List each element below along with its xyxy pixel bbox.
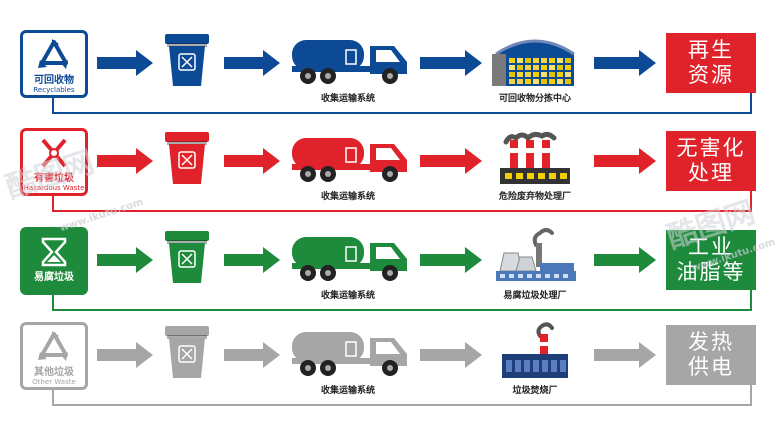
factory-icon bbox=[500, 131, 570, 184]
recycle-icon bbox=[38, 331, 68, 361]
flow-arrow-1 bbox=[97, 247, 153, 273]
garbage-truck-icon bbox=[292, 40, 407, 84]
row-connector-end bbox=[750, 287, 752, 311]
row-connector-end bbox=[750, 382, 752, 406]
flow-arrow-3 bbox=[420, 247, 482, 273]
truck-caption: 收集运输系统 bbox=[320, 94, 375, 104]
truck-caption: 收集运输系统 bbox=[320, 192, 375, 202]
row-connector-horizontal bbox=[52, 210, 752, 212]
trash-bin-icon bbox=[165, 326, 209, 378]
result-line: 无害化 bbox=[676, 136, 746, 160]
truck-caption: 收集运输系统 bbox=[320, 386, 375, 396]
garbage-truck-icon bbox=[292, 237, 407, 281]
flow-arrow-4 bbox=[594, 342, 656, 368]
flow-arrow-4 bbox=[594, 148, 656, 174]
result-other: 发热供电 bbox=[666, 325, 756, 385]
sorting-center-icon bbox=[492, 39, 575, 86]
recycle-icon bbox=[38, 39, 68, 69]
flow-arrow-2 bbox=[224, 342, 280, 368]
row-connector-end bbox=[750, 90, 752, 114]
treatment-plant-icon bbox=[496, 228, 576, 281]
row-connector-horizontal bbox=[52, 309, 752, 311]
result-line: 供电 bbox=[688, 355, 734, 379]
result-line: 再生 bbox=[688, 38, 734, 62]
garbage-truck-icon bbox=[292, 332, 407, 376]
flow-arrow-1 bbox=[97, 50, 153, 76]
badge-english-label: Hazardous Waste bbox=[23, 184, 85, 192]
facility-caption: 危险废弃物处理厂 bbox=[498, 192, 571, 202]
flow-arrow-3 bbox=[420, 50, 482, 76]
row-connector-horizontal bbox=[52, 404, 752, 406]
flow-arrow-1 bbox=[97, 342, 153, 368]
truck-caption: 收集运输系统 bbox=[320, 291, 375, 301]
row-connector-vertical bbox=[52, 388, 54, 406]
trash-bin-icon bbox=[165, 231, 209, 283]
row-connector-horizontal bbox=[52, 112, 752, 114]
facility-caption: 可回收物分拣中心 bbox=[498, 94, 571, 104]
flow-arrow-1 bbox=[97, 148, 153, 174]
flow-arrow-2 bbox=[224, 50, 280, 76]
badge-food: 易腐垃圾 bbox=[20, 227, 88, 295]
badge-label: 可回收物 bbox=[34, 75, 74, 86]
garbage-truck-icon bbox=[292, 138, 407, 182]
flow-arrow-3 bbox=[420, 342, 482, 368]
flow-arrow-4 bbox=[594, 247, 656, 273]
flow-arrow-2 bbox=[224, 148, 280, 174]
result-line: 处理 bbox=[688, 161, 734, 185]
flow-arrow-2 bbox=[224, 247, 280, 273]
result-line: 工业 bbox=[688, 235, 734, 259]
row-connector-vertical bbox=[52, 96, 54, 114]
flow-arrow-4 bbox=[594, 50, 656, 76]
result-line: 资源 bbox=[688, 63, 734, 87]
result-hazardous: 无害化处理 bbox=[666, 131, 756, 191]
incinerator-icon bbox=[502, 322, 568, 378]
trash-bin-icon bbox=[165, 132, 209, 184]
trash-bin-icon bbox=[165, 34, 209, 86]
facility-caption: 易腐垃圾处理厂 bbox=[503, 291, 567, 301]
result-line: 油脂等 bbox=[676, 260, 746, 284]
result-recyclables: 再生资源 bbox=[666, 33, 756, 93]
hazard-icon bbox=[41, 138, 67, 168]
badge-label: 易腐垃圾 bbox=[34, 272, 74, 283]
hourglass-icon bbox=[41, 237, 67, 267]
row-connector-vertical bbox=[52, 293, 54, 311]
facility-caption: 垃圾焚烧厂 bbox=[512, 386, 558, 396]
result-line: 发热 bbox=[688, 330, 734, 354]
badge-english-label: Recyclables bbox=[33, 86, 75, 94]
result-food: 工业油脂等 bbox=[666, 230, 756, 290]
badge-label: 其他垃圾 bbox=[34, 367, 74, 378]
row-connector-end bbox=[750, 188, 752, 212]
badge-english-label: Other Waste bbox=[32, 378, 76, 386]
flow-arrow-3 bbox=[420, 148, 482, 174]
row-connector-vertical bbox=[52, 194, 54, 212]
badge-label: 有害垃圾 bbox=[34, 173, 74, 184]
